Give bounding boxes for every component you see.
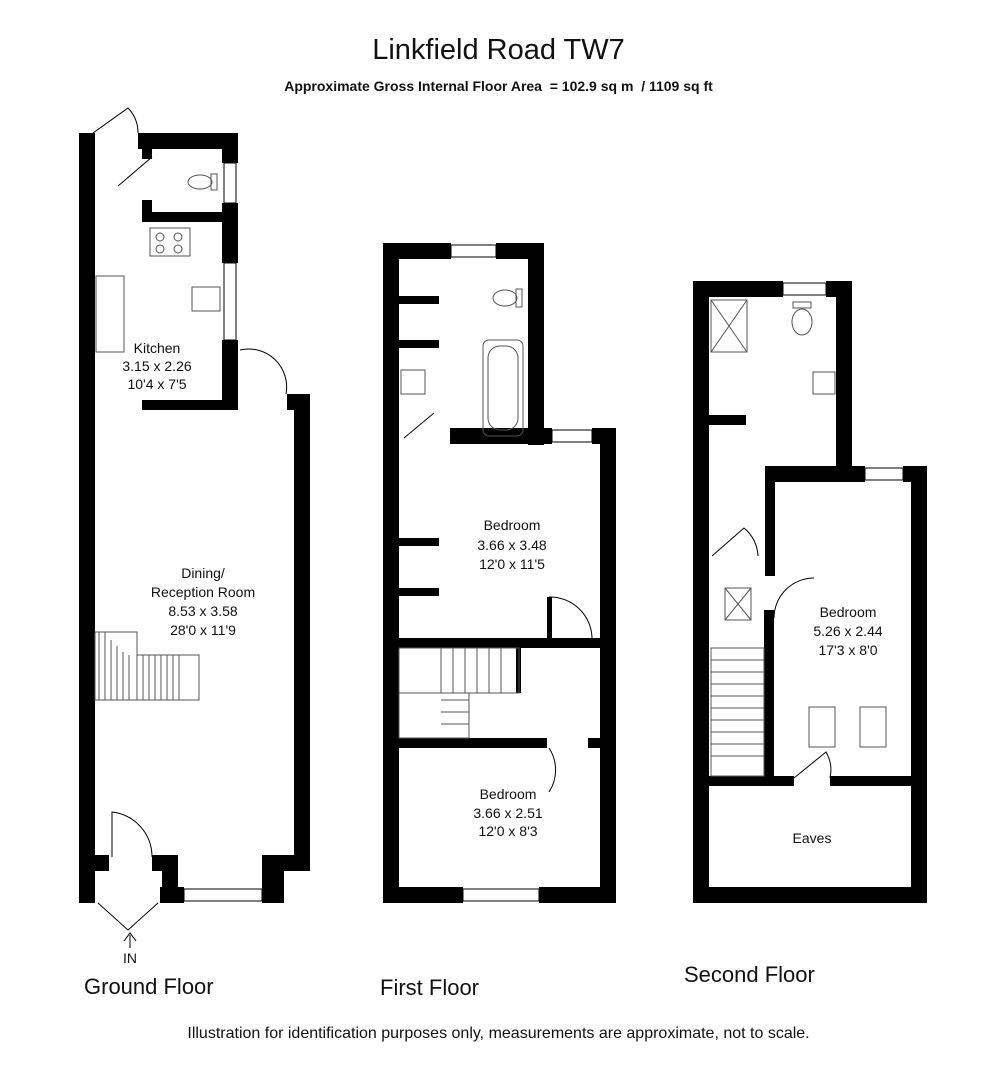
kitchen-name: Kitchen (134, 340, 181, 356)
entrance-label: IN (123, 950, 137, 966)
first-west-wall (383, 243, 399, 903)
kitchen-imperial: 10'4 x 7'5 (127, 376, 186, 392)
second-bedroom-name: Bedroom (820, 604, 877, 620)
dining-imperial: 28'0 x 11'9 (170, 622, 236, 638)
first-bedroom-b-imperial: 12'0 x 8'3 (478, 823, 537, 839)
disclaimer-footer: Illustration for identification purposes… (187, 1025, 810, 1042)
floor-area-subtitle: Approximate Gross Internal Floor Area = … (284, 78, 713, 94)
first-east-wall (600, 428, 616, 903)
eaves-name: Eaves (793, 830, 832, 846)
second-bedroom-metric: 5.26 x 2.44 (813, 623, 882, 639)
second-bedroom-imperial: 17'3 x 8'0 (818, 642, 877, 658)
dining-metric: 8.53 x 3.58 (168, 603, 237, 619)
second-east-wall (911, 466, 927, 903)
second-floor-plan (693, 281, 927, 903)
first-bedroom-b-metric: 3.66 x 2.51 (473, 805, 542, 821)
second-floor-label: Second Floor (684, 962, 815, 987)
ground-west-wall (79, 133, 95, 903)
first-floor-plan (383, 243, 616, 903)
second-west-wall (693, 281, 709, 903)
ground-north-wall (138, 133, 238, 149)
plan-title: Linkfield Road TW7 (372, 34, 625, 66)
first-floor-label: First Floor (380, 975, 479, 1000)
dining-name-line2: Reception Room (151, 584, 255, 600)
first-bedroom-a-imperial: 12'0 x 11'5 (479, 556, 545, 572)
ground-floor-label: Ground Floor (84, 974, 214, 999)
ground-floor-plan (79, 107, 310, 948)
first-bedroom-a-metric: 3.66 x 3.48 (477, 537, 546, 553)
first-bedroom-b-name: Bedroom (480, 786, 537, 802)
ground-east-wall (294, 394, 310, 870)
dining-name-line1: Dining/ (181, 565, 225, 581)
kitchen-metric: 3.15 x 2.26 (122, 358, 191, 374)
first-bedroom-a-name: Bedroom (484, 517, 541, 533)
